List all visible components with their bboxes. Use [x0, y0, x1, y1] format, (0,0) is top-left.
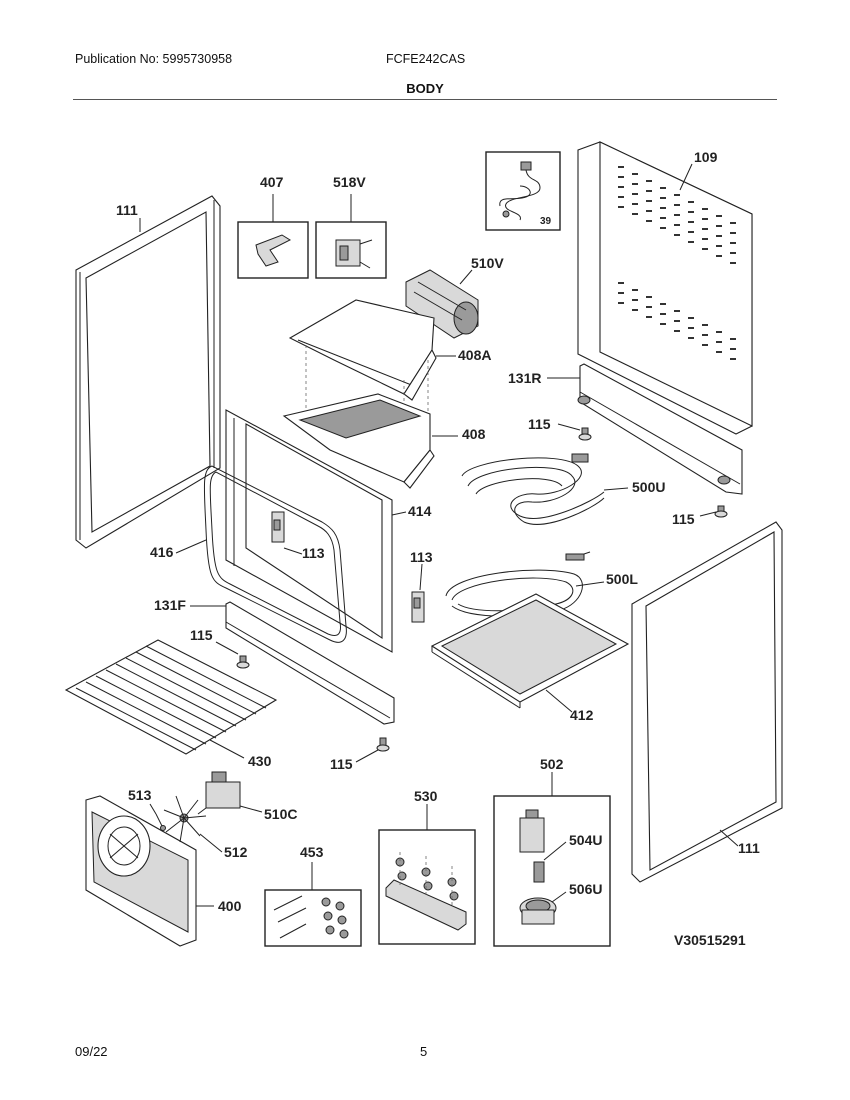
callout-113-b: 113 — [410, 549, 433, 565]
part-408A-duct-upper — [288, 299, 437, 401]
leader-513 — [149, 803, 157, 815]
leader-115-a — [557, 423, 581, 431]
leader-504U — [543, 841, 567, 861]
leader-113-b — [419, 563, 423, 591]
part-131F-front-rail — [225, 601, 395, 725]
part-109-back-panel — [577, 141, 753, 435]
callout-113-a: 113 — [302, 545, 325, 561]
callout-416: 416 — [150, 544, 174, 560]
callout-453: 453 — [300, 844, 324, 860]
callout-115-a: 115 — [528, 416, 551, 432]
callout-111-right: 111 — [738, 840, 760, 856]
part-518V-switch — [335, 239, 373, 269]
callout-408: 408 — [462, 426, 486, 442]
callout-400: 400 — [218, 898, 242, 914]
leader-109 — [679, 163, 693, 191]
callout-504U: 504U — [569, 832, 602, 848]
callout-500U: 500U — [632, 479, 665, 495]
callout-109: 109 — [694, 149, 718, 165]
callout-111-left: 111 — [116, 202, 138, 218]
part-113-light-bracket — [271, 511, 285, 543]
part-111-left-side-panel — [75, 195, 221, 549]
leader-510V — [459, 269, 473, 285]
leader-510C — [239, 805, 263, 813]
part-510V-cooling-fan — [405, 269, 479, 339]
part-115-leveling-leg — [376, 737, 390, 752]
callout-510V: 510V — [471, 255, 504, 271]
callout-115-b: 115 — [672, 511, 695, 527]
part-504U-lamp-bulb — [533, 861, 545, 883]
leader-506U — [551, 891, 567, 903]
part-504U-lamp-socket — [519, 809, 545, 853]
part-412-oven-bottom — [430, 593, 630, 709]
part-115-leveling-leg — [236, 655, 250, 669]
callout-500L: 500L — [606, 571, 638, 587]
part-400-convection-cover — [85, 795, 197, 947]
part-131R-rear-rail — [577, 363, 743, 495]
part-414-oven-liner — [225, 409, 393, 653]
part-416-door-gasket — [203, 465, 347, 643]
callout-414: 414 — [408, 503, 432, 519]
part-430-oven-rack — [64, 639, 278, 755]
callout-512: 512 — [224, 844, 248, 860]
header-divider — [73, 99, 777, 100]
part-453-fastener-kit — [273, 895, 349, 939]
part-512-fan-blade — [163, 795, 207, 843]
callout-506U: 506U — [569, 881, 602, 897]
callout-115-d: 115 — [330, 756, 353, 772]
callout-131F: 131F — [154, 597, 186, 613]
part-115-leveling-leg — [578, 427, 592, 441]
footer-date: 09/22 — [75, 1044, 108, 1059]
leader-500L — [575, 581, 605, 587]
callout-518V: 518V — [333, 174, 366, 190]
part-113-light-bracket — [411, 591, 425, 623]
part-506U-lamp-lens — [519, 897, 557, 925]
publication-number: Publication No: 5995730958 — [75, 52, 233, 66]
part-416-door-gasket-inner — [209, 471, 341, 636]
part-115-leveling-leg — [714, 505, 728, 518]
leader-111-right — [719, 829, 739, 847]
leader-430 — [209, 739, 245, 759]
section-title: BODY — [406, 81, 444, 96]
leader-115-b — [699, 511, 717, 517]
callout-502: 502 — [540, 756, 564, 772]
leader-414 — [391, 511, 407, 516]
part-111-right-side-panel — [631, 521, 783, 883]
callout-131R: 131R — [508, 370, 541, 386]
callout-39: 39 — [540, 216, 552, 227]
model-number: FCFE242CAS — [386, 52, 466, 66]
callout-115-c: 115 — [190, 627, 213, 643]
callout-510C: 510C — [264, 806, 297, 822]
part-408-duct-lower — [282, 393, 435, 489]
leader-115-c — [215, 641, 239, 655]
part-500U-broil-element — [461, 453, 605, 525]
callout-530: 530 — [414, 788, 438, 804]
callout-412: 412 — [570, 707, 594, 723]
part-39-power-cord — [499, 161, 541, 221]
leader-412 — [545, 689, 573, 713]
leader-500U — [603, 487, 629, 491]
part-407-box — [237, 221, 309, 279]
page-number: 5 — [420, 1044, 428, 1059]
drawing-code: V30515291 — [674, 932, 746, 948]
callout-407: 407 — [260, 174, 284, 190]
part-510C-convection-motor — [197, 771, 241, 815]
leader-115-d — [355, 749, 379, 763]
leader-512 — [199, 833, 223, 853]
callout-408A: 408A — [458, 347, 491, 363]
leader-416 — [175, 539, 207, 554]
part-407-clip — [255, 234, 292, 267]
leader-113-a — [283, 547, 303, 555]
callout-513: 513 — [128, 787, 152, 803]
part-530-terminal-block — [385, 852, 467, 931]
callout-430: 430 — [248, 753, 272, 769]
part-513-screw — [155, 813, 166, 831]
